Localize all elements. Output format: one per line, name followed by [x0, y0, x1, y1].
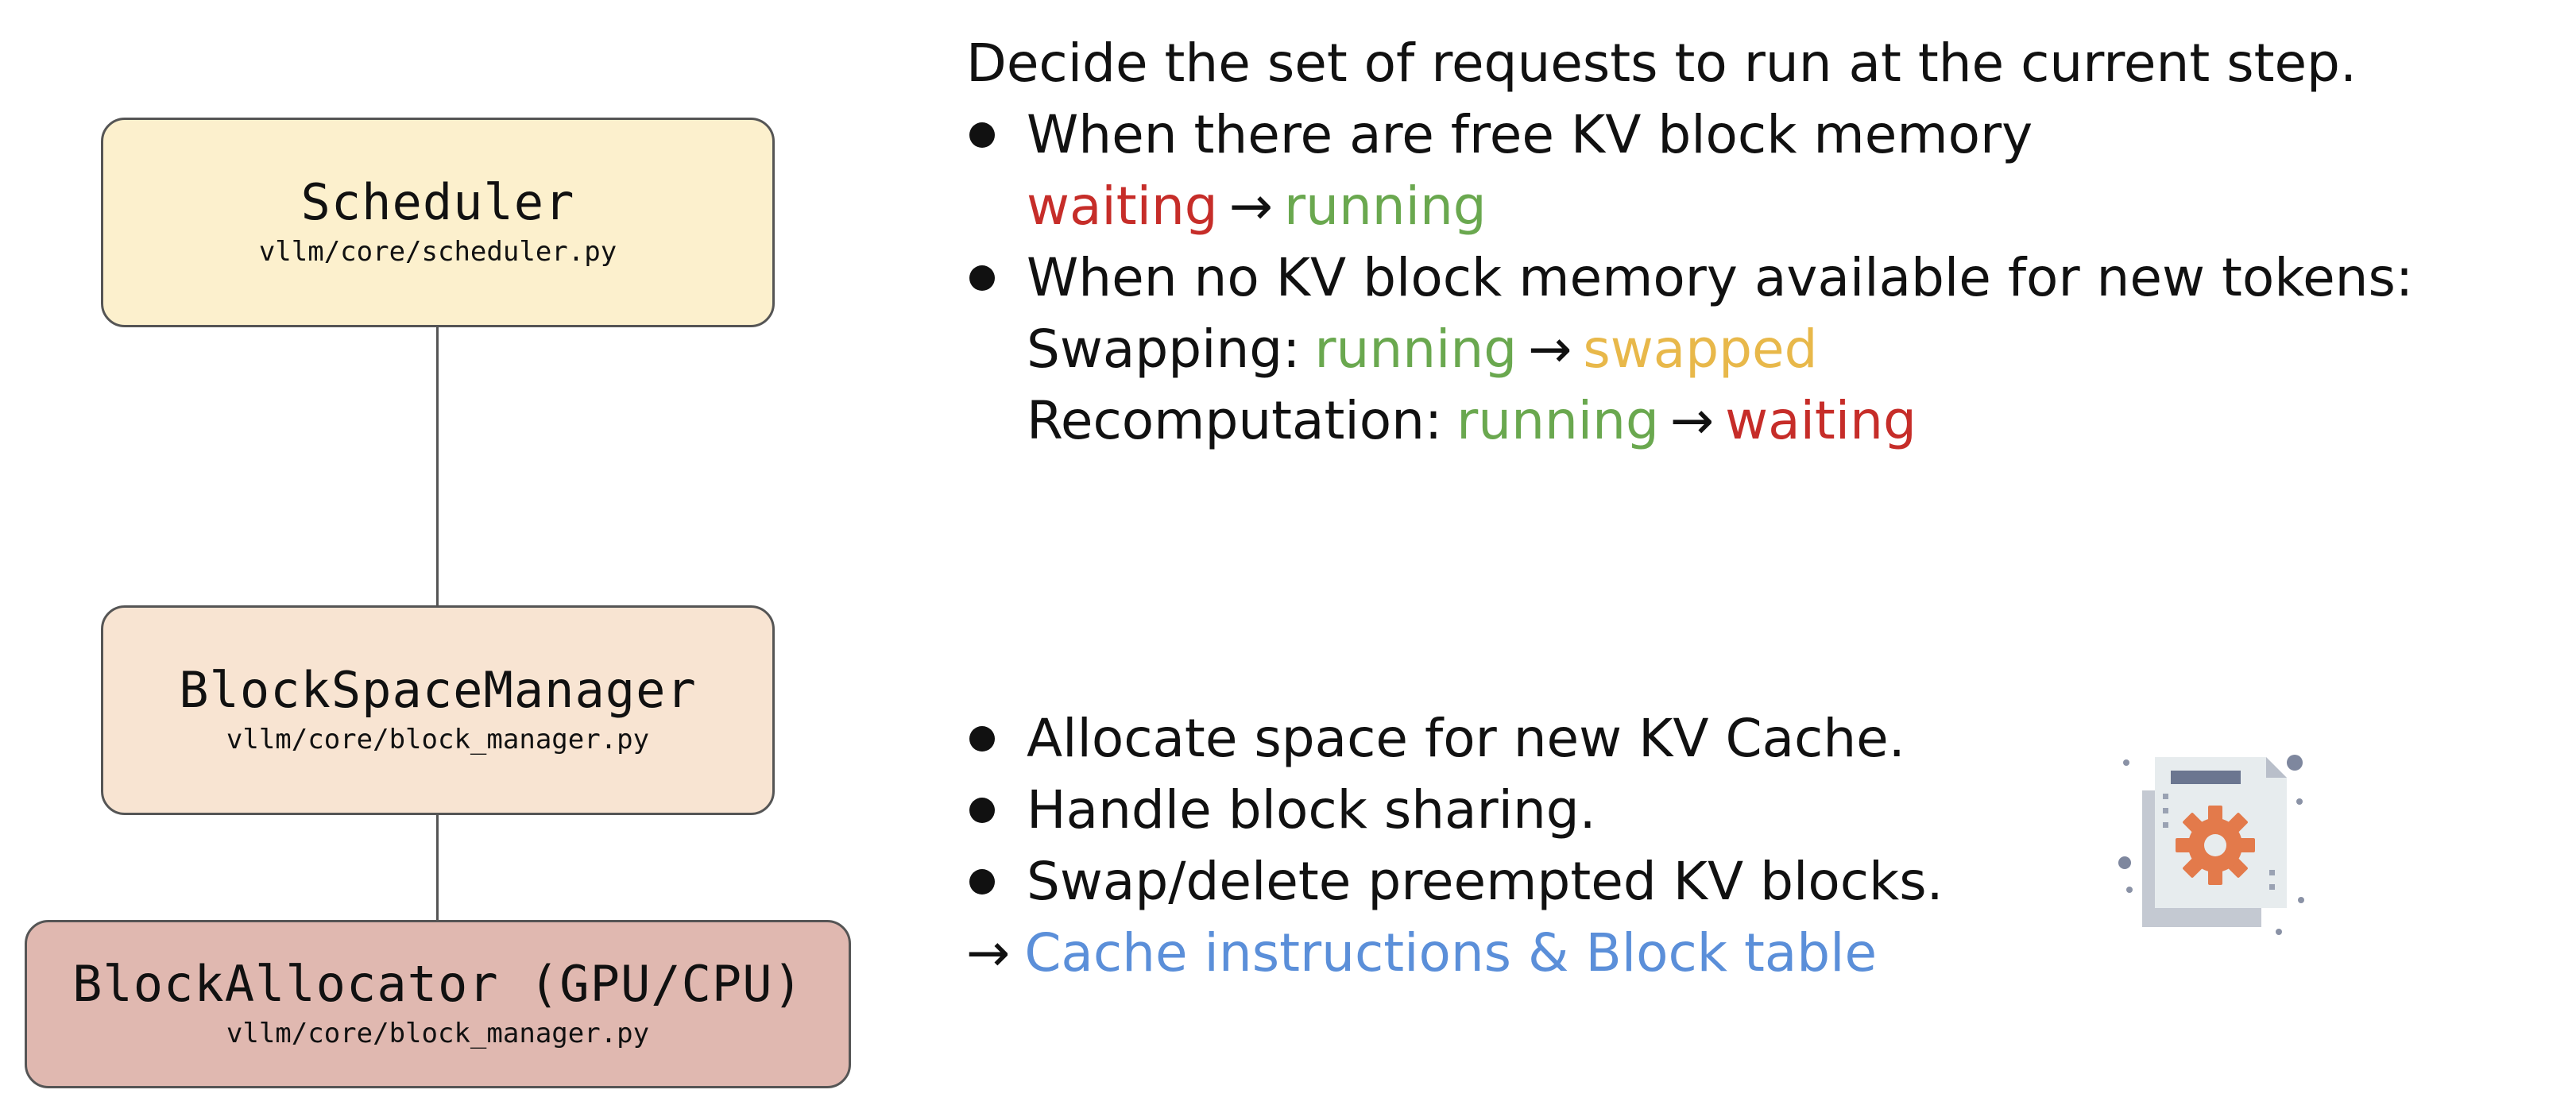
- bullet-allocate-text: Allocate space for new KV Cache.: [1027, 708, 1905, 769]
- bullet-dot: [969, 265, 995, 291]
- state-swapped: swapped: [1583, 319, 1818, 380]
- block-allocator-path: vllm/core/block_manager.py: [226, 1018, 650, 1049]
- block-manager-notes: Allocate space for new KV Cache. Handle …: [966, 703, 1944, 989]
- swapping-label: Swapping:: [1027, 319, 1301, 380]
- bullet-swap-delete: Swap/delete preempted KV blocks.: [966, 846, 1944, 918]
- bullet-free-memory: When there are free KV block memory: [966, 99, 2413, 171]
- block-allocator-name: BlockAllocator (GPU/CPU): [72, 954, 803, 1013]
- bullet-no-memory-text: When no KV block memory available for ne…: [1027, 247, 2414, 308]
- block-space-manager-box: BlockSpaceManager vllm/core/block_manage…: [101, 605, 775, 815]
- block-manager-output: → Cache instructions & Block table: [966, 918, 1944, 989]
- bullet-allocate: Allocate space for new KV Cache.: [966, 703, 1944, 775]
- bullet-dot: [969, 122, 995, 148]
- output-arrow: →: [966, 922, 1011, 983]
- output-text: Cache instructions & Block table: [1024, 922, 1878, 983]
- state-running: running: [1314, 319, 1518, 380]
- bullet-sharing-text: Handle block sharing.: [1027, 779, 1596, 840]
- scheduler-box: Scheduler vllm/core/scheduler.py: [101, 118, 775, 327]
- transition-recomputation: Recomputation: running → waiting: [966, 385, 2413, 457]
- scheduler-notes: Decide the set of requests to run at the…: [966, 28, 2413, 457]
- bullet-free-memory-text: When there are free KV block memory: [1027, 104, 2033, 165]
- bullet-dot: [969, 726, 995, 752]
- bullet-sharing: Handle block sharing.: [966, 775, 1944, 846]
- bullet-no-memory: When no KV block memory available for ne…: [966, 242, 2413, 314]
- state-running: running: [1456, 390, 1659, 451]
- bullet-dot: [969, 798, 995, 823]
- connector-block-space-manager-to-block-allocator: [436, 815, 439, 920]
- scheduler-intro: Decide the set of requests to run at the…: [966, 33, 2357, 94]
- settings-document-icon: [2114, 751, 2312, 941]
- arrow: →: [1669, 390, 1715, 451]
- bullet-swap-delete-text: Swap/delete preempted KV blocks.: [1027, 851, 1944, 912]
- state-waiting: waiting: [1725, 390, 1917, 451]
- state-running: running: [1284, 176, 1487, 237]
- scheduler-name: Scheduler: [300, 172, 575, 231]
- transition-swapping: Swapping: running → swapped: [966, 314, 2413, 385]
- recomputation-label: Recomputation:: [1027, 390, 1443, 451]
- state-waiting: waiting: [1027, 176, 1218, 237]
- arrow: →: [1228, 176, 1274, 237]
- block-space-manager-name: BlockSpaceManager: [179, 660, 697, 719]
- transition-free-memory: waiting → running: [966, 171, 2413, 242]
- scheduler-path: vllm/core/scheduler.py: [258, 236, 617, 268]
- connector-scheduler-to-block-space-manager: [436, 327, 439, 605]
- block-space-manager-path: vllm/core/block_manager.py: [226, 724, 650, 755]
- arrow: →: [1528, 319, 1572, 380]
- bullet-dot: [969, 869, 995, 895]
- block-allocator-box: BlockAllocator (GPU/CPU) vllm/core/block…: [25, 920, 851, 1088]
